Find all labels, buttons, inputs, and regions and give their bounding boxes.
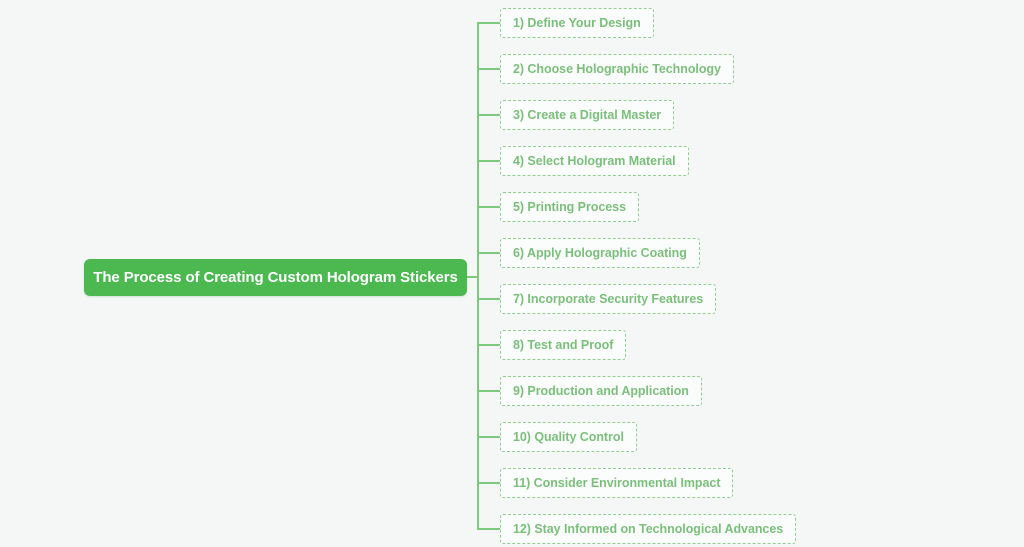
branch-node-label: 1) Define Your Design — [513, 16, 641, 30]
branch-node-label: 2) Choose Holographic Technology — [513, 62, 721, 76]
branch-node-label: 7) Incorporate Security Features — [513, 292, 704, 306]
branch-node-10[interactable]: 10) Quality Control — [500, 422, 637, 452]
branch-node-label: 9) Production and Application — [513, 384, 689, 398]
branch-node-label: 4) Select Hologram Material — [513, 154, 676, 168]
branch-node-label: 8) Test and Proof — [513, 338, 614, 352]
branch-node-label: 10) Quality Control — [513, 430, 624, 444]
branch-node-label: 5) Printing Process — [513, 200, 626, 214]
branch-node-6[interactable]: 6) Apply Holographic Coating — [500, 238, 700, 268]
branch-node-2[interactable]: 2) Choose Holographic Technology — [500, 54, 734, 84]
branch-node-3[interactable]: 3) Create a Digital Master — [500, 100, 675, 130]
branch-node-label: 12) Stay Informed on Technological Advan… — [513, 522, 784, 536]
branch-node-11[interactable]: 11) Consider Environmental Impact — [500, 468, 734, 498]
branch-node-12[interactable]: 12) Stay Informed on Technological Advan… — [500, 514, 797, 544]
branch-node-8[interactable]: 8) Test and Proof — [500, 330, 627, 360]
branch-node-label: 11) Consider Environmental Impact — [513, 476, 721, 490]
branch-node-9[interactable]: 9) Production and Application — [500, 376, 702, 406]
root-node[interactable]: The Process of Creating Custom Hologram … — [84, 259, 467, 296]
root-node-label: The Process of Creating Custom Hologram … — [93, 269, 458, 286]
branch-node-label: 3) Create a Digital Master — [513, 108, 662, 122]
branch-node-label: 6) Apply Holographic Coating — [513, 246, 687, 260]
branch-node-4[interactable]: 4) Select Hologram Material — [500, 146, 689, 176]
branch-node-7[interactable]: 7) Incorporate Security Features — [500, 284, 717, 314]
branch-node-1[interactable]: 1) Define Your Design — [500, 8, 654, 38]
branch-node-5[interactable]: 5) Printing Process — [500, 192, 639, 222]
